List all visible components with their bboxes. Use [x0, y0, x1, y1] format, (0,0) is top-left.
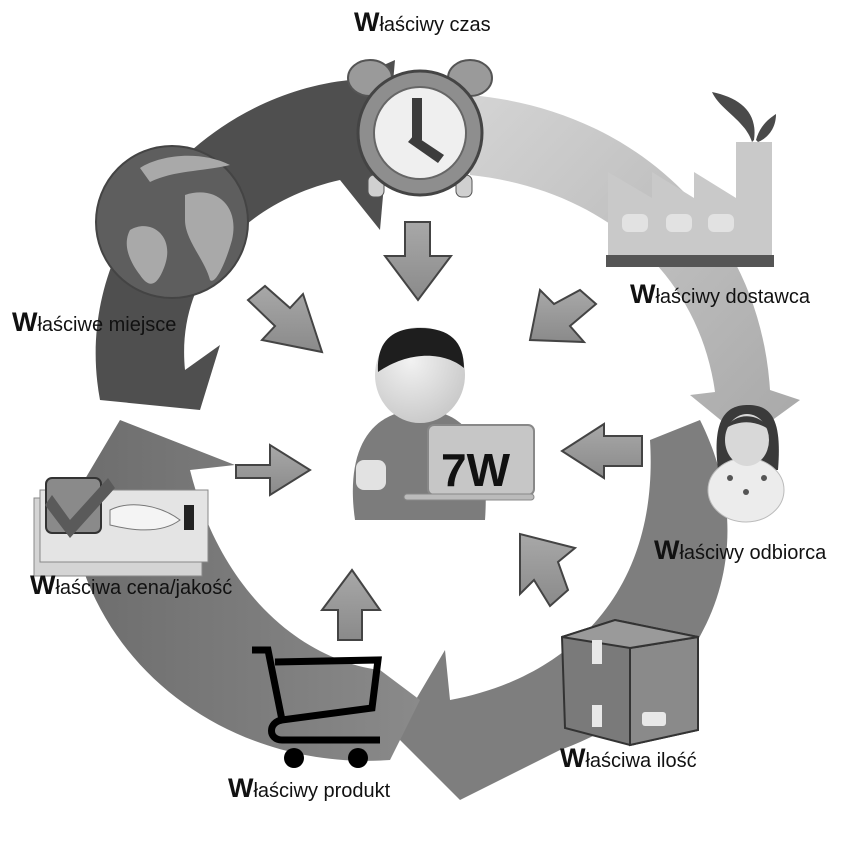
label-wlasciwy-odbiorca: Właściwy odbiorca: [654, 535, 827, 565]
ring-segment-right: [470, 95, 800, 440]
label-initial: W: [228, 773, 254, 803]
globe-icon: [95, 145, 249, 299]
label-wlasciwa-ilosc: Właściwa ilość: [560, 743, 697, 773]
label-initial: W: [560, 743, 586, 773]
label-wlasciwe-miejsce: Właściwe miejsce: [12, 307, 177, 337]
label-rest: łaściwy czas: [379, 14, 491, 36]
arrow-from-right: [560, 422, 643, 480]
label-wlasciwy-czas: Właściwy czas: [354, 7, 491, 37]
label-rest: łaściwe miejsce: [37, 314, 177, 336]
ring-segment-right-lower: [395, 420, 728, 800]
arrow-from-left: [235, 443, 312, 497]
label-wlasciwy-produkt: Właściwy produkt: [228, 773, 391, 803]
arrow-from-top-right: [528, 287, 598, 344]
factory-icon: [606, 92, 776, 267]
ring-segment-left: [95, 60, 396, 410]
arrow-from-bottom: [320, 568, 382, 641]
label-rest: łaściwy dostawca: [655, 286, 810, 308]
cardboard-box-icon: [560, 618, 699, 747]
label-initial: W: [654, 535, 680, 565]
shopping-cart-icon: [252, 646, 382, 768]
inner-arrows: [235, 221, 643, 641]
label-rest: łaściwy produkt: [253, 780, 391, 802]
woman-customer-icon: [707, 405, 785, 523]
label-wlasciwy-dostawca: Właściwy dostawca: [630, 279, 810, 309]
arrow-from-bottom-right: [519, 532, 578, 608]
arrow-from-top-left: [246, 284, 324, 354]
center-badge-text: 7W: [441, 444, 510, 496]
label-wlasciwa-cena-jakosc: Właściwa cena/jakość: [30, 570, 233, 600]
label-rest: łaściwy odbiorca: [679, 542, 827, 564]
alarm-clock-icon: [347, 59, 493, 198]
arrow-from-top: [383, 221, 453, 302]
label-rest: łaściwa ilość: [585, 750, 697, 772]
label-initial: W: [30, 570, 56, 600]
label-initial: W: [12, 307, 38, 337]
money-handshake-icon: [33, 477, 209, 577]
user-with-laptop-icon: [352, 327, 535, 520]
label-initial: W: [630, 279, 656, 309]
label-initial: W: [354, 7, 380, 37]
label-rest: łaściwa cena/jakość: [55, 577, 233, 599]
